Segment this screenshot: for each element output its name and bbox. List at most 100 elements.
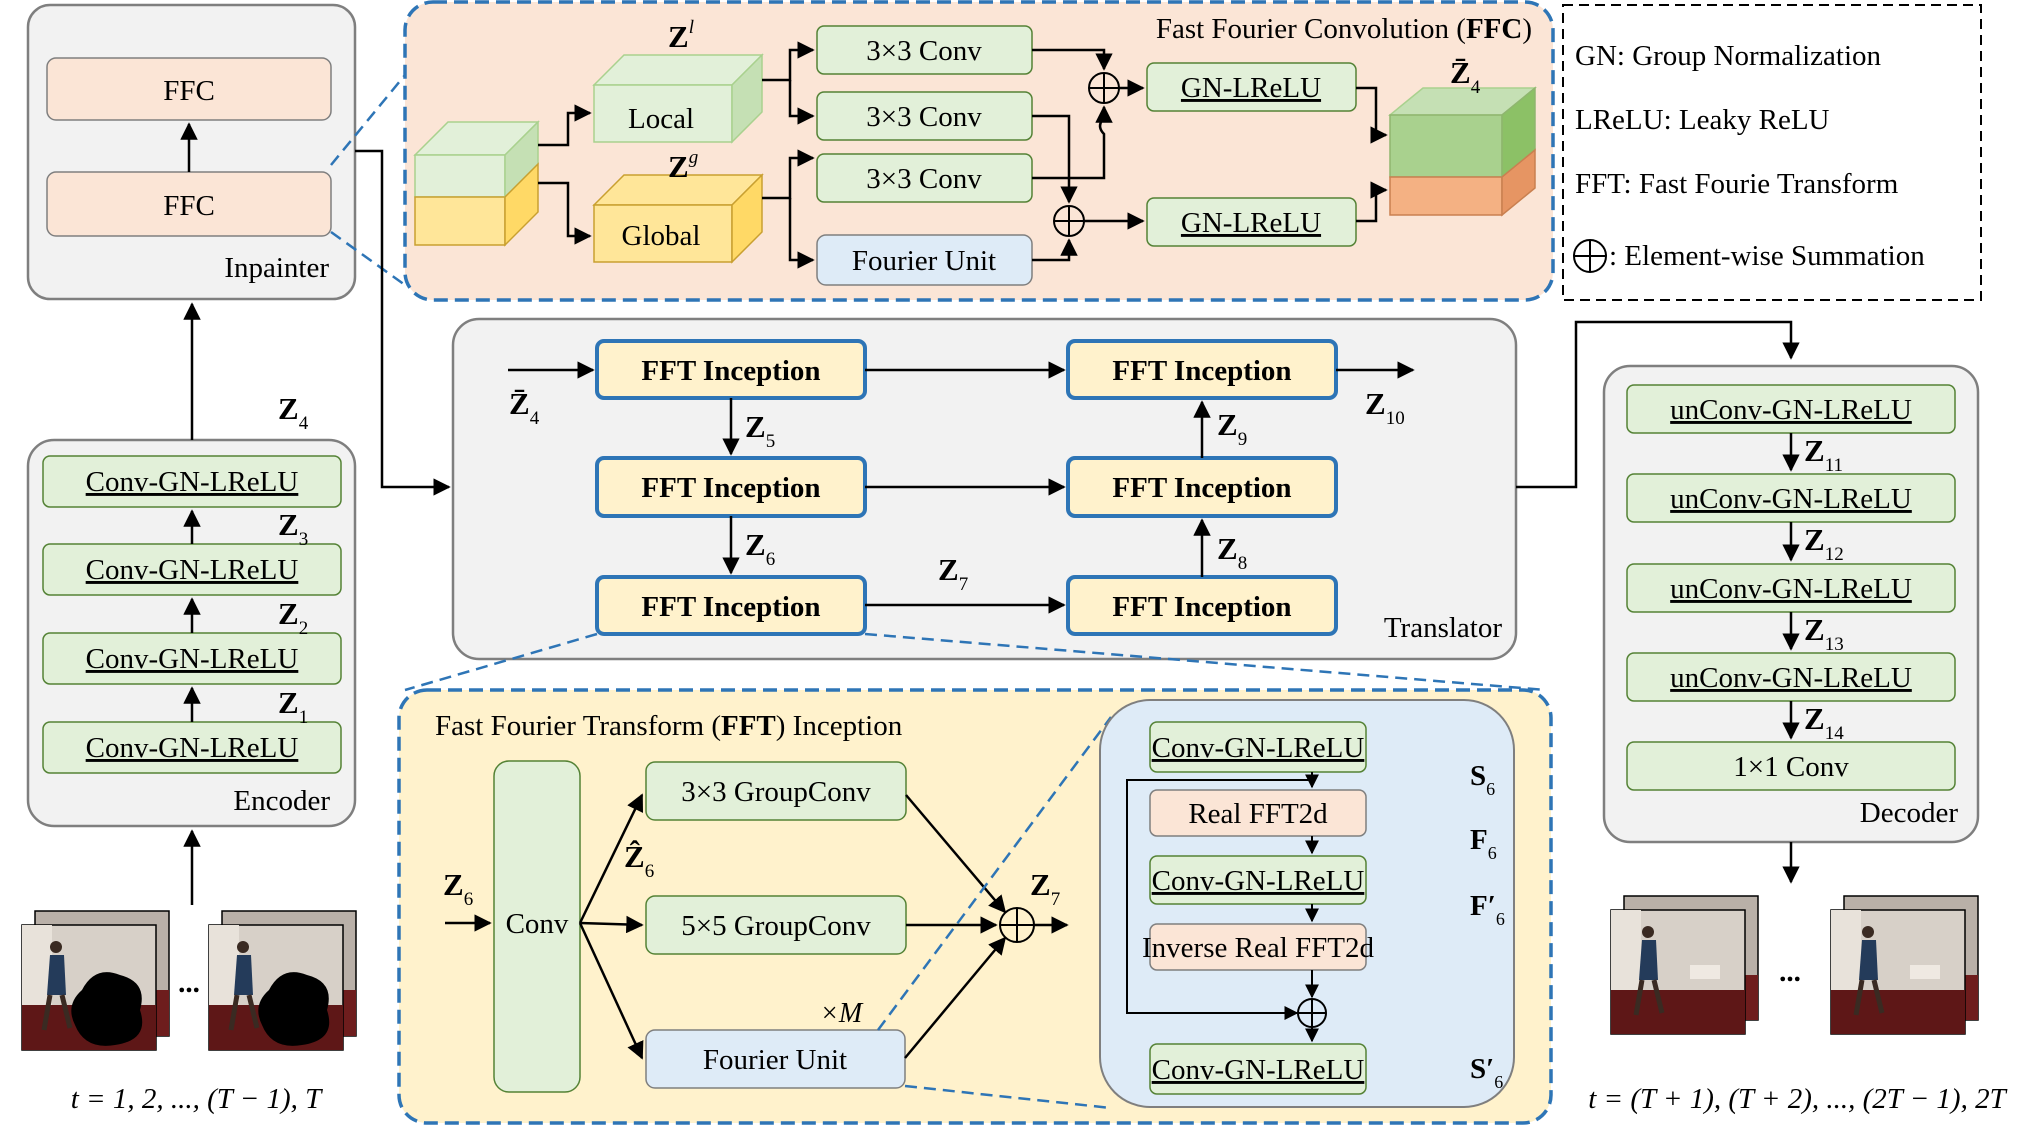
- z6-in-label: Z6: [443, 867, 473, 910]
- fu-sum-circle: [1297, 998, 1327, 1028]
- z5-label: Z5: [745, 409, 775, 452]
- fu-block-3-label: Conv-GN-LReLU: [1152, 865, 1365, 897]
- ffc-input-cube: [413, 120, 540, 247]
- fu-block-1: [1149, 721, 1367, 773]
- decoder-title: Decoder: [1860, 797, 1959, 829]
- z-bar-4-in-label: Z̄4: [509, 386, 540, 429]
- z11-label: Z11: [1804, 433, 1843, 476]
- sum-icon: [1573, 239, 1607, 273]
- fft-fourier-unit-block: [645, 1029, 906, 1089]
- fft-inception-1-label: FFT Inception: [641, 355, 820, 387]
- fft-inception-3-label: FFT Inception: [641, 591, 820, 623]
- ffc-sum-top: [1088, 72, 1120, 104]
- ffc-title: Fast Fourier Convolution (FFC): [1156, 13, 1532, 45]
- s6-prime-label: S′6: [1470, 1053, 1503, 1092]
- inpainter-panel: FFC FFC Inpainter: [26, 3, 357, 301]
- encoder-panel: Conv-GN-LReLU Conv-GN-LReLU Conv-GN-LReL…: [26, 438, 357, 828]
- encoder-block-1-label: Conv-GN-LReLU: [86, 732, 299, 764]
- gconv3-block: [645, 761, 907, 821]
- z3-label: Z3: [278, 507, 308, 550]
- s6-label: S6: [1470, 760, 1495, 799]
- fu-block-3: [1149, 855, 1367, 905]
- fft-conv-label: Conv: [506, 908, 569, 940]
- ffc-conv-3-label: 3×3 Conv: [866, 163, 982, 195]
- local-cube: Local: [592, 53, 764, 144]
- ffc-sum-bottom: [1053, 205, 1085, 237]
- f6-prime-label: F′6: [1470, 890, 1505, 929]
- global-label: Global: [622, 220, 701, 252]
- fu-block-2: [1149, 789, 1367, 837]
- ffc-output-cube: [1387, 86, 1538, 217]
- decoder-panel: unConv-GN-LReLU unConv-GN-LReLU unConv-G…: [1602, 364, 1980, 844]
- encoder-title: Encoder: [233, 785, 330, 817]
- legend-item-gn: GN: Group Normalization: [1575, 40, 1882, 72]
- fu-block-1-label: Conv-GN-LReLU: [1152, 732, 1365, 764]
- z-bar-4-label: Z̄4: [1450, 55, 1481, 98]
- legend-item-fft: FFT: Fast Fourie Transform: [1575, 168, 1899, 200]
- fu-block-4-label: Inverse Real FFT2d: [1142, 932, 1374, 964]
- fu-block-5-label: Conv-GN-LReLU: [1152, 1054, 1365, 1086]
- decoder-block-1-label: unConv-GN-LReLU: [1670, 394, 1912, 426]
- ffc-block-bottom-label: FFC: [163, 190, 215, 222]
- input-ellipsis: ...: [178, 967, 200, 999]
- fft-sum-circle: [999, 907, 1035, 943]
- legend-item-sum: : Element-wise Summation: [1609, 240, 1925, 272]
- z12-label: Z12: [1804, 522, 1844, 565]
- encoder-block-4: [42, 455, 342, 508]
- ffc-conv-2-label: 3×3 Conv: [866, 101, 982, 133]
- legend-item-lrelu: LReLU: Leaky ReLU: [1575, 104, 1830, 136]
- translator-title: Translator: [1384, 612, 1502, 644]
- input-time-caption: t = 1, 2, ..., (T − 1), T: [71, 1083, 323, 1115]
- z-hat-6-label: Ẑ6: [624, 839, 654, 882]
- z2-label: Z2: [278, 596, 308, 639]
- fu-block-4: [1149, 923, 1367, 971]
- legend: GN: Group Normalization LReLU: Leaky ReL…: [1562, 4, 1982, 301]
- decoder-block-2-label: unConv-GN-LReLU: [1670, 483, 1912, 515]
- fft-inception-panel: Fast Fourier Transform (FFT) Inception Z…: [397, 688, 1553, 1125]
- z6-label: Z6: [745, 527, 775, 570]
- times-m-label: ×M: [820, 998, 864, 1029]
- encoder-block-3-label: Conv-GN-LReLU: [86, 554, 299, 586]
- z14-label: Z14: [1804, 701, 1844, 744]
- ffc-block-top: [46, 57, 332, 121]
- f6-label: F6: [1470, 824, 1497, 863]
- decoder-block-5: [1626, 741, 1956, 791]
- output-frame-stack-2: [1830, 895, 1979, 1035]
- z-local-label: Zl: [668, 17, 694, 54]
- z-global-label: Zg: [668, 147, 698, 184]
- output-frames: ... t = (T + 1), (T + 2), ..., (2T − 1),…: [1588, 895, 2008, 1115]
- z7-label: Z7: [938, 552, 968, 595]
- global-cube: Global: [592, 173, 764, 264]
- z13-label: Z13: [1804, 612, 1844, 655]
- fft-conv-block: [493, 760, 581, 1093]
- encoder-block-4-label: Conv-GN-LReLU: [86, 466, 299, 498]
- z9-label: Z9: [1217, 407, 1247, 450]
- inpainter-title: Inpainter: [224, 252, 329, 284]
- fft-inception-title: Fast Fourier Transform (FFT) Inception: [435, 710, 903, 742]
- fft-inception-5-label: FFT Inception: [1112, 472, 1291, 504]
- fft-inception-4-label: FFT Inception: [1112, 591, 1291, 623]
- output-frame-stack-1: [1610, 895, 1759, 1035]
- fft-inception-6-label: FFT Inception: [1112, 355, 1291, 387]
- gconv5-label: 5×5 GroupConv: [681, 910, 871, 942]
- z7-out-label: Z7: [1030, 867, 1060, 910]
- input-frame-stack-2: [208, 910, 357, 1051]
- ffc-detail-panel: Fast Fourier Convolution (FFC) Local Zl …: [403, 0, 1555, 302]
- output-time-caption: t = (T + 1), (T + 2), ..., (2T − 1), 2T: [1588, 1083, 2007, 1115]
- ffc-block-top-label: FFC: [163, 75, 215, 107]
- ffc-gn-top-label: GN-LReLU: [1181, 72, 1321, 104]
- fourier-unit-detail-panel: Conv-GN-LReLU Real FFT2d Conv-GN-LReLU I…: [1099, 699, 1515, 1108]
- input-frames: ... t = 1, 2, ..., (T − 1), T: [21, 910, 357, 1115]
- z1-label: Z1: [278, 685, 308, 728]
- ffc-conv-1-label: 3×3 Conv: [866, 35, 982, 67]
- fu-block-5: [1149, 1043, 1367, 1095]
- output-ellipsis: ...: [1779, 956, 1801, 988]
- decoder-block-4-label: unConv-GN-LReLU: [1670, 662, 1912, 694]
- local-label: Local: [628, 103, 694, 135]
- gconv3-label: 3×3 GroupConv: [681, 776, 871, 808]
- translator-panel: Translator FFT Inception FFT Inception F…: [451, 317, 1518, 661]
- decoder-block-3-label: unConv-GN-LReLU: [1670, 573, 1912, 605]
- decoder-block-5-label: 1×1 Conv: [1733, 751, 1849, 783]
- z4-label: Z4: [278, 391, 309, 434]
